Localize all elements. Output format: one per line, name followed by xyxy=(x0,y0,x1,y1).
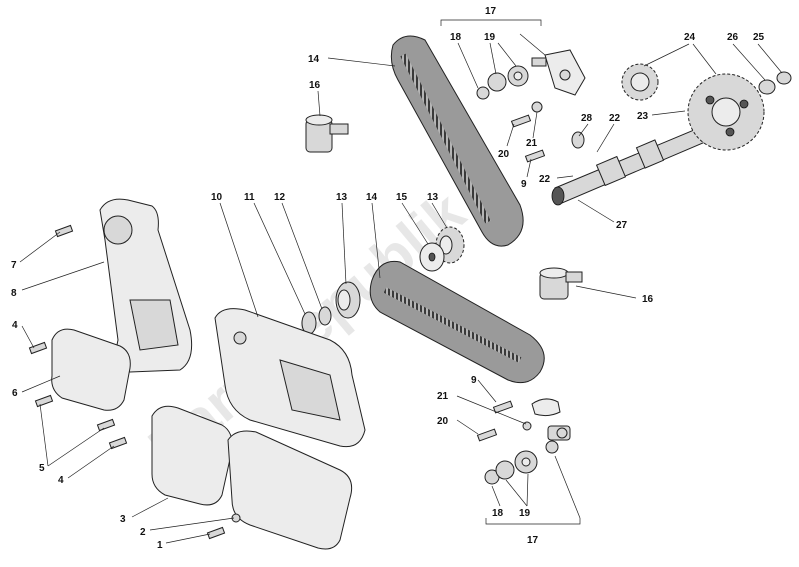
timing-belt-lower xyxy=(369,260,545,384)
callout-7: 7 xyxy=(11,260,17,271)
callout-23: 23 xyxy=(637,111,649,122)
callout-27: 27 xyxy=(616,220,628,231)
callout-10: 10 xyxy=(211,192,223,203)
callout-6: 6 xyxy=(12,388,18,399)
tensioner-stud-right xyxy=(539,267,583,300)
callout-21-top: 21 xyxy=(526,138,538,149)
callout-22-b: 22 xyxy=(539,174,551,185)
camshaft-gear-large xyxy=(687,73,765,151)
callout-20-top: 20 xyxy=(498,149,510,160)
camshaft-gear-small xyxy=(621,63,659,101)
callout-4-bot: 4 xyxy=(58,475,64,486)
callout-11: 11 xyxy=(244,192,255,203)
callout-14-top: 14 xyxy=(308,54,320,65)
callout-5: 5 xyxy=(39,463,45,474)
callout-28: 28 xyxy=(581,113,593,124)
callout-16-right: 16 xyxy=(642,294,654,305)
tensioner-bracket-upper xyxy=(531,49,586,96)
callout-26: 26 xyxy=(727,32,739,43)
callout-9-bot: 9 xyxy=(471,375,477,386)
leader-lines xyxy=(19,19,783,544)
callout-13-right: 13 xyxy=(427,192,439,203)
callout-15: 15 xyxy=(396,192,408,203)
belt-housing-inner xyxy=(214,308,366,448)
callout-3: 3 xyxy=(120,514,126,525)
seal-and-spacer xyxy=(301,306,332,335)
callout-25: 25 xyxy=(753,32,765,43)
tensioner-bracket-lower xyxy=(531,398,571,441)
belt-cover-lower-left xyxy=(151,405,233,506)
callout-19-bot: 19 xyxy=(519,508,531,519)
callout-18-top: 18 xyxy=(450,32,462,43)
callout-18-bot: 18 xyxy=(492,508,504,519)
callout-14-mid: 14 xyxy=(366,192,378,203)
timing-belt-upper xyxy=(390,35,524,247)
callout-24: 24 xyxy=(684,32,696,43)
bearings-lower xyxy=(484,450,538,485)
callout-4-top: 4 xyxy=(12,320,18,331)
belt-cover-lower-right xyxy=(227,430,353,550)
callout-9-top: 9 xyxy=(521,179,527,190)
callout-13-left: 13 xyxy=(336,192,348,203)
bearings-upper xyxy=(476,65,529,100)
callout-21-bot: 21 xyxy=(437,391,449,402)
callout-2: 2 xyxy=(140,527,146,538)
bolts-lower xyxy=(476,400,559,454)
nut-and-washer xyxy=(758,71,792,95)
callout-19-top: 19 xyxy=(484,32,496,43)
callout-16-top: 16 xyxy=(309,80,321,91)
cover-plate-left xyxy=(51,328,131,411)
callout-20-bot: 20 xyxy=(437,416,449,427)
callout-12: 12 xyxy=(274,192,286,203)
screws xyxy=(28,224,241,540)
callout-22-a: 22 xyxy=(609,113,621,124)
tensioner-stud-upper xyxy=(305,114,349,153)
callout-17-top: 17 xyxy=(485,6,497,17)
bolts-upper xyxy=(510,101,585,163)
callout-labels: 17 18 19 24 26 25 14 16 28 22 23 21 20 9… xyxy=(11,6,765,551)
pulley-left xyxy=(335,281,361,319)
washer-15 xyxy=(419,242,445,272)
callout-17-bot: 17 xyxy=(527,535,539,546)
callout-8: 8 xyxy=(11,288,17,299)
callout-1: 1 xyxy=(157,540,163,551)
